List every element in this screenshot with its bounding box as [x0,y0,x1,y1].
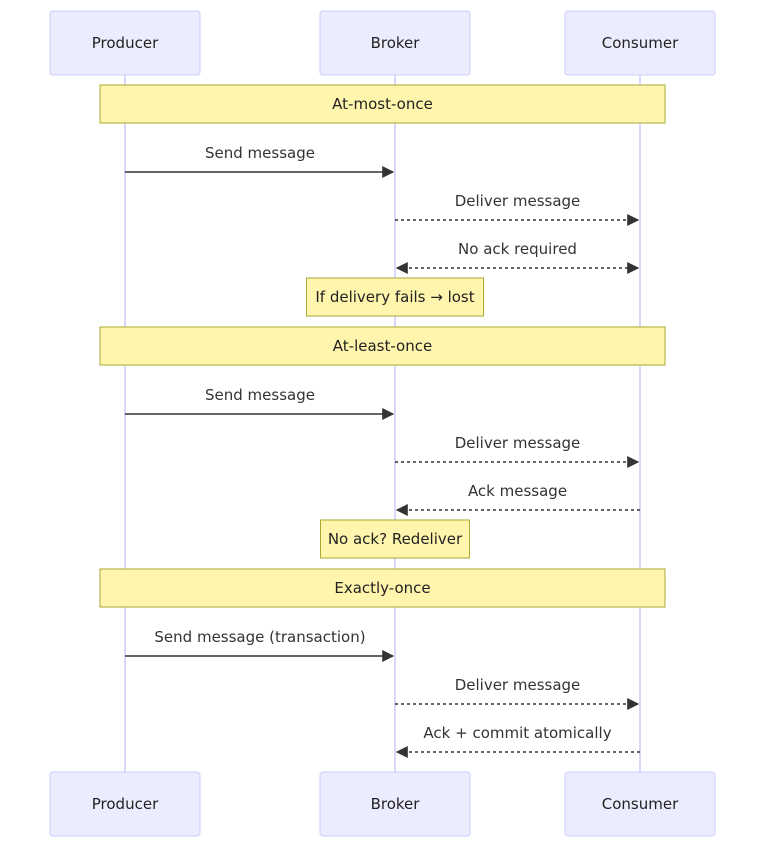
note-over-broker: If delivery fails → lost [306,277,484,317]
section-note-box [99,84,666,124]
note-box [320,519,470,559]
actor-box [319,771,471,837]
note-box [306,277,484,317]
actor-box [319,10,471,76]
section-title: At-least-once [333,337,432,355]
message-label: Deliver message [455,434,581,452]
message: Send message (transaction) [125,628,395,662]
actor-broker-top: Broker [319,10,471,76]
message: Deliver message [395,192,640,226]
message: Send message [125,144,395,178]
message: Ack + commit atomically [395,724,640,758]
message-label: No ack required [458,240,577,258]
actor-consumer-bottom: Consumer [564,771,716,837]
message-label: Send message (transaction) [154,628,365,646]
actor-producer-top: Producer [49,10,201,76]
message-label: Deliver message [455,676,581,694]
section-note-box [99,326,666,366]
actor-producer-bottom: Producer [49,771,201,837]
actor-label: Consumer [602,34,679,52]
actor-box [49,10,201,76]
message: No ack required [395,240,640,274]
note-label: If delivery fails → lost [315,288,474,306]
message-label: Ack message [468,482,567,500]
message-label: Send message [205,386,315,404]
message-label: Ack + commit atomically [423,724,611,742]
section-title: Exactly-once [334,579,430,597]
section-title: At-most-once [332,95,433,113]
message-label: Send message [205,144,315,162]
message: Send message [125,386,395,420]
actor-box [49,771,201,837]
actor-box [564,771,716,837]
message: Deliver message [395,676,640,710]
actor-label: Producer [92,795,159,813]
message-label: Deliver message [455,192,581,210]
note-label: No ack? Redeliver [328,530,463,548]
actor-consumer-top: Consumer [564,10,716,76]
actor-label: Broker [371,795,421,813]
section-note-box [99,568,666,608]
message: Ack message [395,482,640,516]
actor-box [564,10,716,76]
actor-label: Producer [92,34,159,52]
message: Deliver message [395,434,640,468]
actor-label: Consumer [602,795,679,813]
actor-broker-bottom: Broker [319,771,471,837]
note-over-broker: No ack? Redeliver [320,519,470,559]
actor-label: Broker [371,34,421,52]
